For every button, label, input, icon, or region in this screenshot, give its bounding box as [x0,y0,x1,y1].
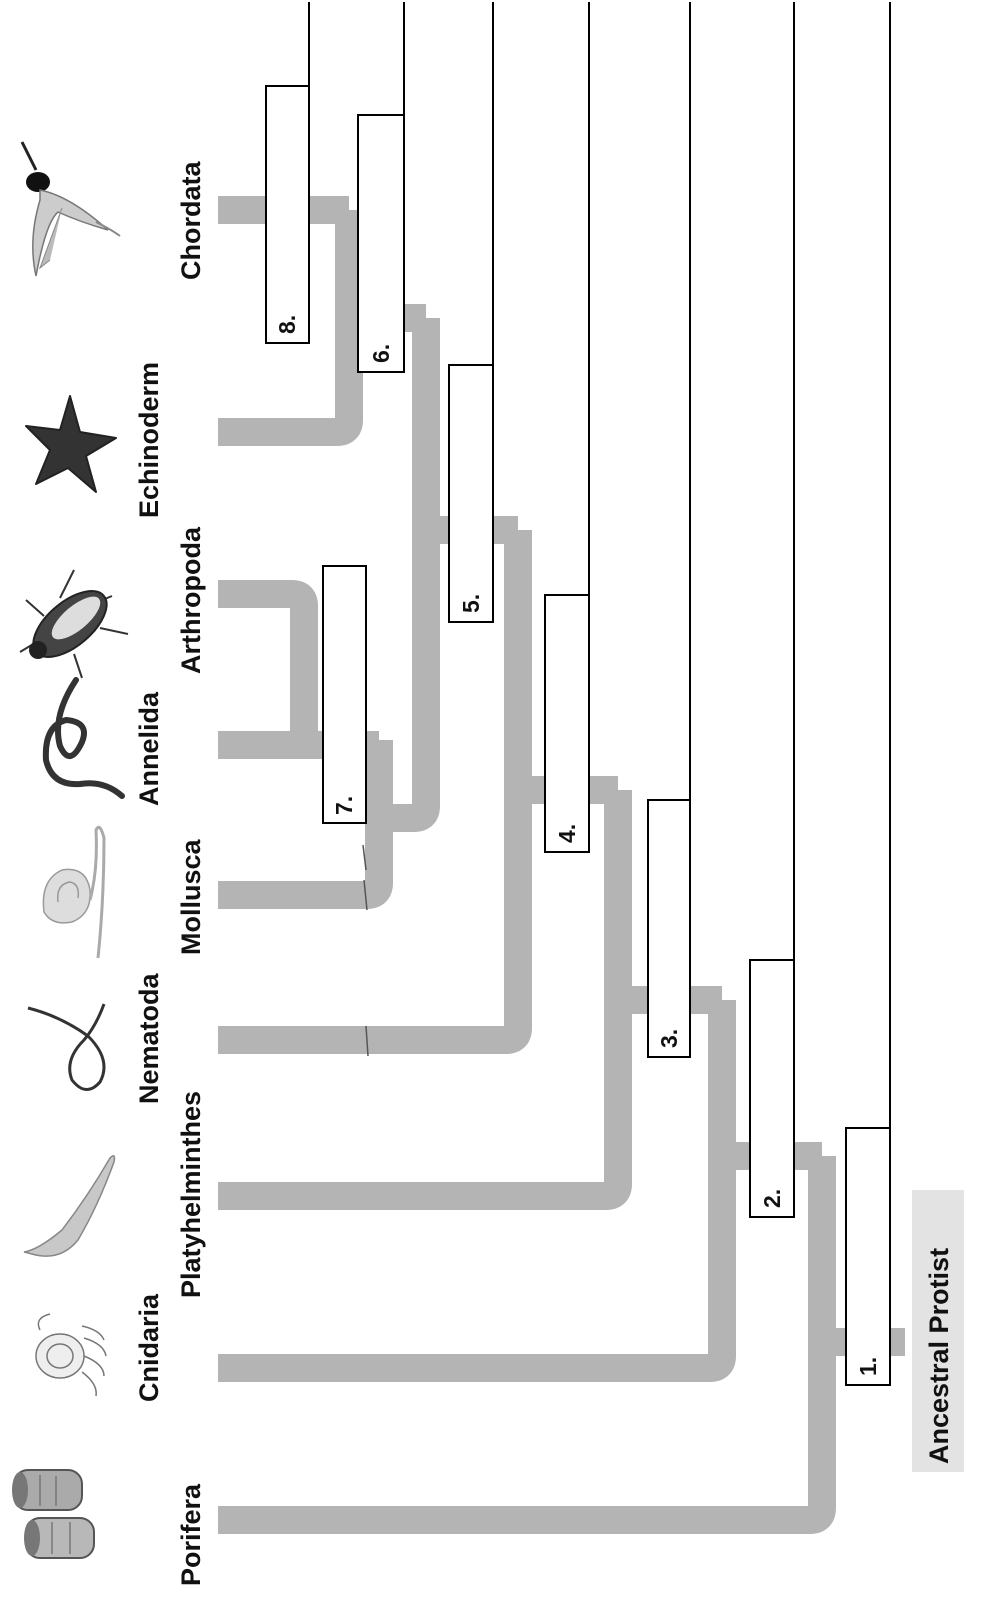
tree-branches [218,210,905,1520]
answer-box-label-6: 6. [368,344,394,363]
taxon-label-arthropoda: Arthropoda [176,526,206,674]
answer-box-6[interactable] [358,115,404,372]
roundworm-icon [28,1004,104,1090]
organism-icons [12,142,128,1558]
taxon-label-annelida: Annelida [134,691,164,806]
answer-box-label-8: 8. [274,315,300,334]
snail-icon [43,827,104,958]
sponge-icon [12,1470,94,1558]
answer-box-label-2: 2. [759,1189,785,1208]
starfish-icon [26,396,116,492]
answer-box-label-1: 1. [855,1357,881,1376]
answer-box-label-7: 7. [331,796,357,815]
answer-box-1[interactable] [846,1128,890,1385]
flatworm-icon [24,1156,115,1256]
taxon-label-mollusca: Mollusca [176,838,206,955]
hummingbird-icon [22,142,120,276]
answer-box-label-3: 3. [656,1029,682,1048]
trait-line-6 [358,2,404,115]
jellyfish-icon [36,1314,106,1396]
answer-box-8[interactable] [266,86,309,343]
taxon-label-platyhelminthes: Platyhelminthes [176,1091,206,1298]
answer-box-2[interactable] [750,960,794,1217]
root-label-text: Ancestral Protist [924,1248,954,1464]
beetle-icon [20,570,128,678]
earthworm-icon [46,680,122,796]
answer-box-label-4: 4. [554,824,580,843]
taxon-label-chordata: Chordata [176,161,206,280]
answer-box-4[interactable] [545,595,589,852]
answer-box-label-5: 5. [458,594,484,613]
taxon-label-cnidaria: Cnidaria [134,1293,164,1402]
taxon-label-nematoda: Nematoda [134,972,164,1104]
taxon-label-echinoderm: Echinoderm [134,362,164,518]
answer-box-7[interactable] [323,566,366,823]
taxon-label-porifera: Porifera [176,1483,206,1586]
trait-line-8 [266,2,309,86]
root-label: Ancestral Protist [912,1190,964,1472]
branch-arthropoda [218,594,304,745]
answer-box-5[interactable] [449,365,493,622]
answer-box-3[interactable] [648,800,690,1057]
taxon-labels: Porifera Cnidaria Platyhelminthes Nemato… [134,161,206,1586]
